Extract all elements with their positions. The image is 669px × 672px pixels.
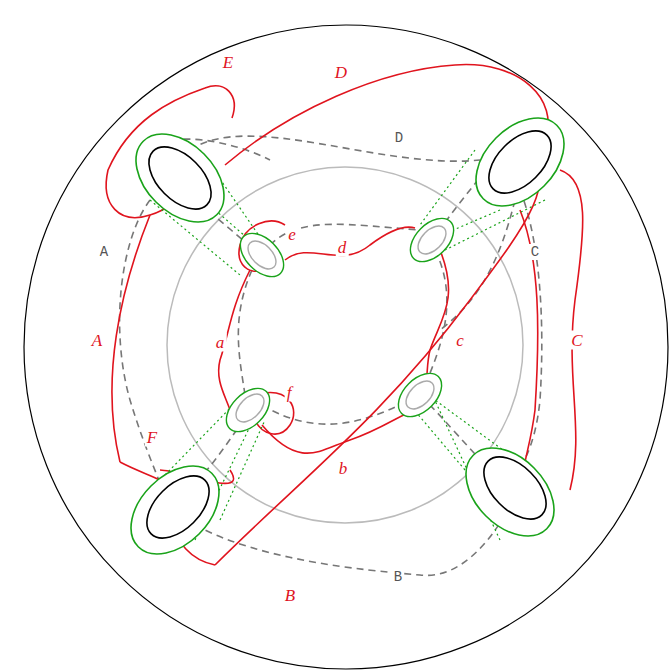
curve-label: f xyxy=(285,383,294,402)
curve-label: A xyxy=(90,331,104,350)
curve-label: a xyxy=(214,333,227,352)
dashed-curve-label: A xyxy=(98,244,110,260)
curve-label: b xyxy=(337,459,350,478)
curve-label: C xyxy=(569,331,584,350)
dashed-curve-label: C xyxy=(529,244,541,260)
curve-label: D xyxy=(333,63,349,82)
dashed-curve-label: D xyxy=(393,130,405,146)
curve-label: F xyxy=(145,428,159,447)
curve-label: e xyxy=(286,225,298,244)
curve-label: E xyxy=(221,53,235,72)
dashed-curve-label: B xyxy=(392,569,404,585)
curve-label: c xyxy=(454,331,466,350)
curve-label: B xyxy=(283,586,297,605)
curve-label: d xyxy=(336,238,349,257)
